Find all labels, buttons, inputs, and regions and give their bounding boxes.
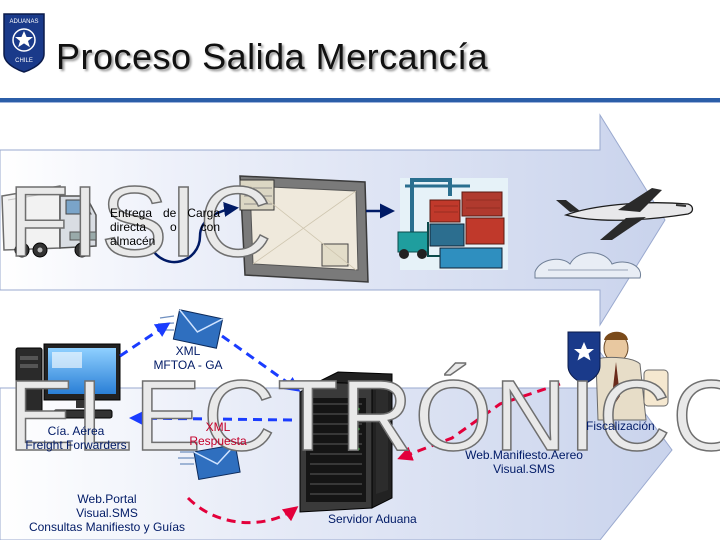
flow-computer-to-xml [119,322,171,358]
computer-icon [15,343,121,419]
clouds-icon [534,252,642,279]
flow-portal-curve [186,496,299,524]
warehouse-box-icon [239,175,369,283]
label-xml-mftoa-line-1: XML [175,344,201,358]
label-web-portal-line-2: Visual.SMS [76,506,138,520]
server-rack-icon [299,371,393,513]
label-xml-mftoa-line-2: MFTOA - GA [153,358,223,372]
label-fiscalizacion: Fiscalización [586,419,655,433]
airplane-icon [556,188,694,240]
watermark-electronico: ELECTRÓNICO [7,360,720,472]
header-divider [0,98,720,103]
label-web-manifiesto-line-1: Web.Manifiesto.Aereo [465,448,583,462]
watermark-fisico: FISIC [7,166,274,278]
forklift-icon [397,222,440,259]
label-xml-respuesta-line-2: Respuesta [189,434,247,448]
label-cia-aerea-line-2: Freight Forwarders [25,438,127,452]
port-containers-icon [397,178,508,270]
message-flow-lines [119,322,561,524]
flow-fiscalizacion-to-server [397,382,561,461]
label-entrega-carga: Entrega de Carga directa o con almacén [110,206,220,248]
delivery-curve-arrow [148,202,239,264]
label-cia-aerea: Cía. Aérea Freight Forwarders [14,424,138,452]
aduanas-logo: ADUANAS CHILE [3,13,45,73]
label-cia-aerea-line-1: Cía. Aérea [47,424,105,438]
label-entrega-line-3: almacén [110,234,156,248]
label-web-portal-line-3: Consultas Manifiesto y Guías [28,520,186,534]
label-xml-mftoa: XML MFTOA - GA [140,344,236,372]
email-envelope-icon [157,309,224,349]
customs-officer-icon [595,331,669,421]
label-web-portal: Web.Portal Visual.SMS Consultas Manifies… [16,492,198,534]
customs-logo-small [567,331,601,385]
flow-server-to-computer [129,410,293,426]
truck-icon [1,185,97,258]
label-xml-respuesta: XML Respuesta [180,420,256,448]
label-servidor-aduana: Servidor Aduana [328,512,417,526]
label-web-manifiesto-line-2: Visual.SMS [493,462,555,476]
label-web-manifiesto: Web.Manifiesto.Aereo Visual.SMS [456,448,592,476]
label-entrega-line-2: directa o con [110,220,220,234]
email-envelope-icon [178,443,241,481]
label-xml-respuesta-line-1: XML [205,420,231,434]
label-entrega-line-1: Entrega de Carga [110,206,220,220]
aduanas-logo-text-bottom: CHILE [15,58,33,64]
flow-xml-to-server [221,334,301,392]
aduanas-logo-text-top: ADUANAS [9,19,38,25]
label-web-portal-line-1: Web.Portal [77,492,137,506]
page-title: Proceso Salida Mercancía [56,36,489,77]
